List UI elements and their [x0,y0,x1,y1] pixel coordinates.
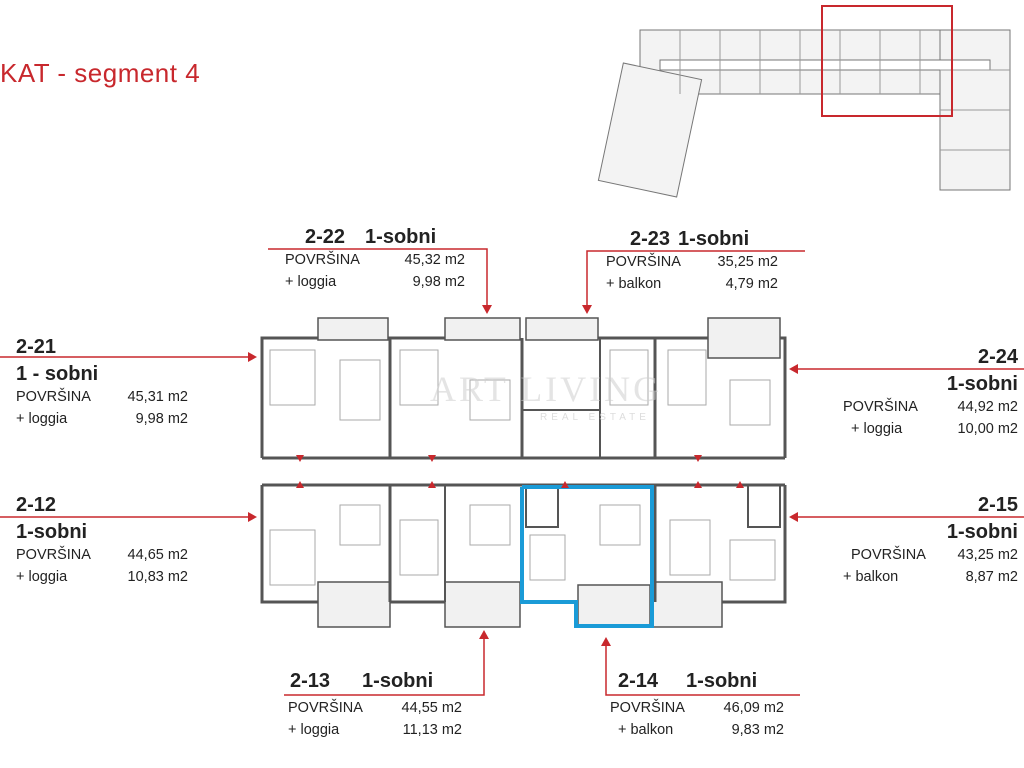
area-value: 35,25 m2 [717,254,778,270]
leader-arrowheads [248,305,798,646]
unit-code: 2-22 [305,226,346,248]
extra-value: 8,87 m2 [965,569,1018,585]
area-value: 45,32 m2 [404,252,465,268]
key-plan [597,29,1011,198]
watermark-subtitle: REAL ESTATE [540,412,650,423]
area-label: POVRŠINA [851,547,926,563]
area-value: 44,92 m2 [957,399,1018,415]
plan-furniture [269,349,776,586]
area-label: POVRŠINA [16,389,91,405]
leader-lines [0,248,1024,696]
unit-type: 1 - sobni [16,363,99,385]
area-value: 44,55 m2 [401,700,462,716]
extra-value: 9,83 m2 [731,722,784,738]
unit-label-2-13: 2-13 1-sobni POVRŠINA 44,55 m2 + loggia 11… [288,670,462,741]
unit-type: 1-sobni [16,521,88,543]
unit-code: 2-24 [977,346,1018,368]
unit-type: 1-sobni [946,521,1018,543]
extra-label: + balkon [618,722,674,738]
page-title: KAT - segment 4 [0,58,201,88]
area-value: 43,25 m2 [957,547,1018,563]
unit-type: 1-sobni [946,373,1018,395]
unit-label-2-14: 2-14 1-sobni POVRŠINA 46,09 m2 + balkon 9,… [610,670,784,741]
area-label: POVRŠINA [288,700,363,716]
extra-label: + loggia [285,274,337,290]
unit-label-2-15: 2-15 1-sobni POVRŠINA 43,25 m2 + balkon 8,… [843,494,1018,588]
extra-value: 11,13 m2 [402,722,462,738]
extra-value: 9,98 m2 [135,411,188,427]
extra-label: + balkon [606,276,662,292]
unit-code: 2-15 [977,494,1018,516]
extra-label: + loggia [16,569,68,585]
plan-walls [260,317,787,628]
extra-label: + loggia [288,722,340,738]
extra-value: 10,83 m2 [127,569,188,585]
unit-type: 1-sobni [362,670,434,692]
area-label: POVRŠINA [606,254,681,270]
extra-value: 4,79 m2 [725,276,778,292]
extra-value: 9,98 m2 [412,274,465,290]
area-value: 46,09 m2 [723,700,784,716]
unit-label-2-21: 2-21 1 - sobni POVRŠINA 45,31 m2 + loggia… [16,336,188,430]
area-value: 44,65 m2 [127,547,188,563]
unit-code: 2-23 [630,228,671,250]
area-label: POVRŠINA [285,252,360,268]
extra-value: 10,00 m2 [957,421,1018,437]
unit-type: 1-sobni [686,670,758,692]
unit-code: 2-13 [290,670,331,692]
extra-label: + loggia [16,411,68,427]
extra-label: + loggia [851,421,903,437]
extra-label: + balkon [843,569,899,585]
unit-code: 2-14 [618,670,659,692]
area-label: POVRŠINA [16,547,91,563]
unit-label-2-22: 2-22 1-sobni POVRŠINA 45,32 m2 + loggia 9,… [285,226,465,293]
segment-highlight-box [821,5,953,117]
unit-type: 1-sobni [678,228,750,250]
unit-label-2-12: 2-12 1-sobni POVRŠINA 44,65 m2 + loggia 10… [16,494,188,588]
unit-label-2-23: 2-23 1-sobni POVRŠINA 35,25 m2 + balkon 4,… [606,228,778,295]
area-label: POVRŠINA [843,399,918,415]
area-label: POVRŠINA [610,700,685,716]
unit-2-14-outline [520,485,654,628]
watermark: ART LIVING [430,369,663,409]
unit-code: 2-21 [16,336,57,358]
area-value: 45,31 m2 [127,389,188,405]
unit-code: 2-12 [16,494,57,516]
unit-type: 1-sobni [365,226,437,248]
entry-arrows [296,455,744,488]
unit-label-2-24: 2-24 1-sobni POVRŠINA 44,92 m2 + loggia 10… [843,346,1018,440]
